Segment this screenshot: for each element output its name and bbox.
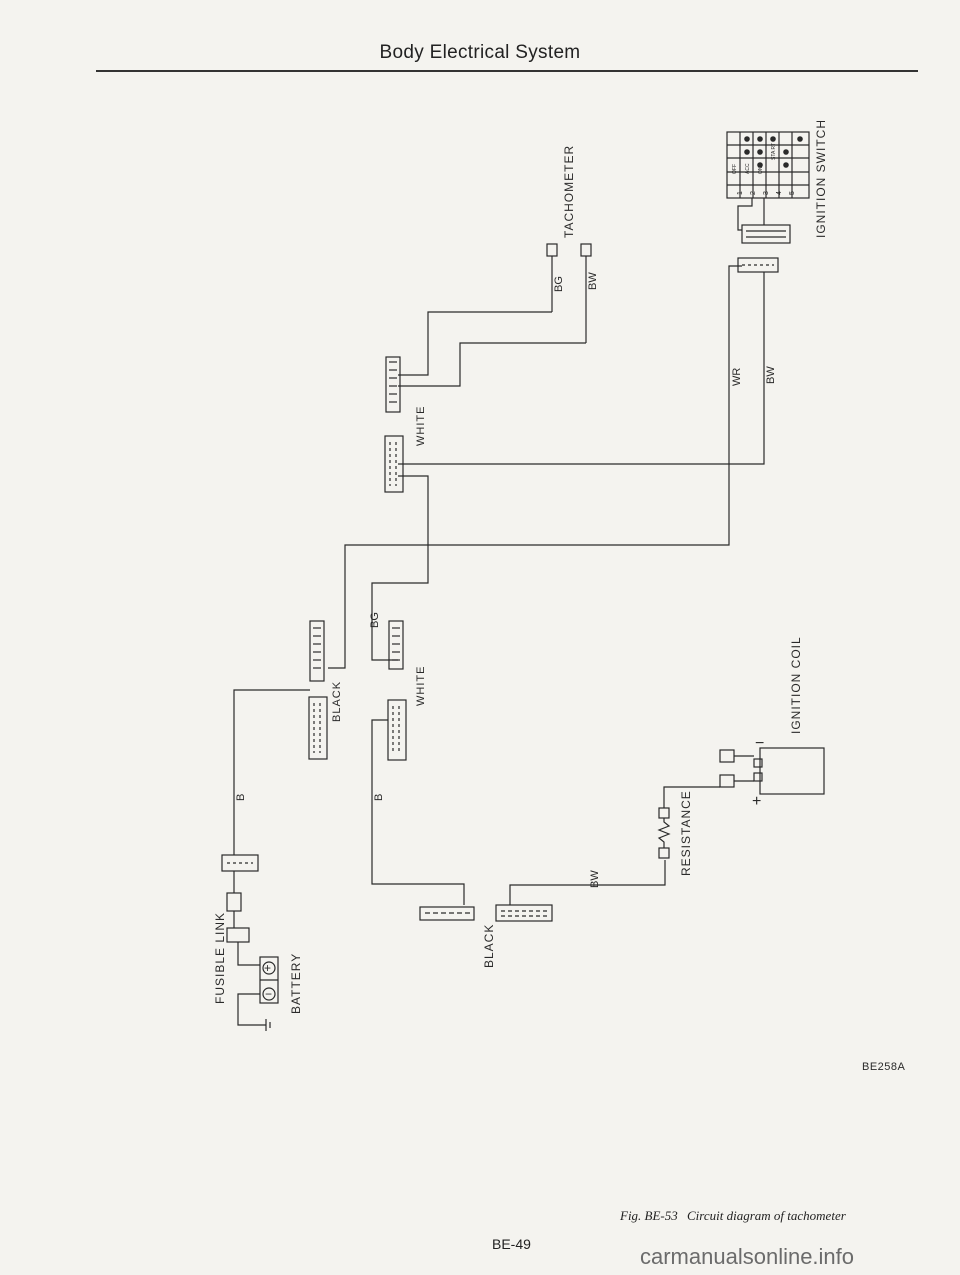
switch-row-2: 2 <box>750 191 757 195</box>
connector-label-black-middle: BLACK <box>331 681 343 722</box>
switch-row-4: 4 <box>776 191 783 195</box>
connector-label-white-upper: WHITE <box>415 406 427 446</box>
wire-b-left <box>233 689 310 855</box>
middle-connector-black-male <box>309 620 325 682</box>
page-number: BE-49 <box>492 1236 531 1252</box>
connector-label-black-lower: BLACK <box>482 924 496 968</box>
fusible-link-label: FUSIBLE LINK <box>213 912 227 1004</box>
ignition-coil-label: IGNITION COIL <box>789 636 803 734</box>
fusible-link <box>221 854 259 943</box>
ignition-switch-label: IGNITION SWITCH <box>814 119 828 238</box>
switch-col-off: OFF <box>732 164 738 174</box>
wire-bw-bottom <box>509 860 666 905</box>
figure-caption-text: Circuit diagram of tachometer <box>687 1208 846 1223</box>
middle-connector-white-female <box>387 699 407 761</box>
switch-row-5: 5 <box>789 191 796 195</box>
figure-caption: Fig. BE-53 Circuit diagram of tachometer <box>620 1208 852 1224</box>
figure-id: BE258A <box>862 1061 906 1073</box>
middle-connector-black-female <box>308 696 328 760</box>
page-title: Body Electrical System <box>379 42 581 63</box>
header-rule <box>96 70 918 72</box>
figure-number: Fig. BE-53 <box>620 1208 678 1223</box>
switch-col-acc: ACC <box>745 163 751 174</box>
ignition-switch <box>726 131 810 199</box>
upper-connector-male <box>385 356 401 413</box>
wire-white-to-bg <box>371 475 429 661</box>
resistance <box>657 786 720 859</box>
battery-label: BATTERY <box>289 953 303 1014</box>
wire-label-b-left: B <box>235 794 247 801</box>
battery <box>237 942 279 1031</box>
switch-row-1: 1 <box>737 191 744 195</box>
middle-connector-white-male <box>388 620 404 670</box>
switch-col-start: STA RT <box>771 143 777 160</box>
wire-label-bg-mid: BG <box>369 612 381 628</box>
ignition-switch-connector <box>737 198 791 273</box>
bottom-connector-black-female <box>495 904 553 922</box>
watermark: carmanualsonline.info <box>640 1244 855 1269</box>
wire-bw-tachometer <box>398 342 586 387</box>
wire-label-bg-tach: BG <box>553 276 565 292</box>
coil-plus-sign: + <box>752 793 761 810</box>
wire-wr <box>328 265 742 669</box>
wire-bg-tachometer <box>398 311 552 376</box>
bottom-connector-black-male <box>419 906 475 921</box>
wire-label-bw-tach: BW <box>587 272 599 290</box>
wire-label-wr: WR <box>731 368 743 386</box>
battery-minus-sign: − <box>265 987 272 1001</box>
wire-bw-switch <box>398 272 765 465</box>
connector-label-white-lower: WHITE <box>415 666 427 706</box>
tachometer-terminal-bw <box>580 243 592 343</box>
tachometer-terminal-bg <box>546 243 558 312</box>
switch-row-3: 3 <box>763 191 770 195</box>
resistance-label: RESISTANCE <box>679 790 693 876</box>
wire-label-bw-switch: BW <box>765 366 777 384</box>
wire-label-b-middle: B <box>373 794 385 801</box>
switch-col-on: ON <box>758 166 764 174</box>
tachometer-label: TACHOMETER <box>562 145 576 238</box>
coil-minus-sign: − <box>755 735 764 752</box>
wire-label-bw-bottom: BW <box>589 870 601 888</box>
wire-b-middle <box>371 719 465 905</box>
battery-plus-sign: + <box>264 961 271 975</box>
ignition-coil <box>719 747 825 795</box>
